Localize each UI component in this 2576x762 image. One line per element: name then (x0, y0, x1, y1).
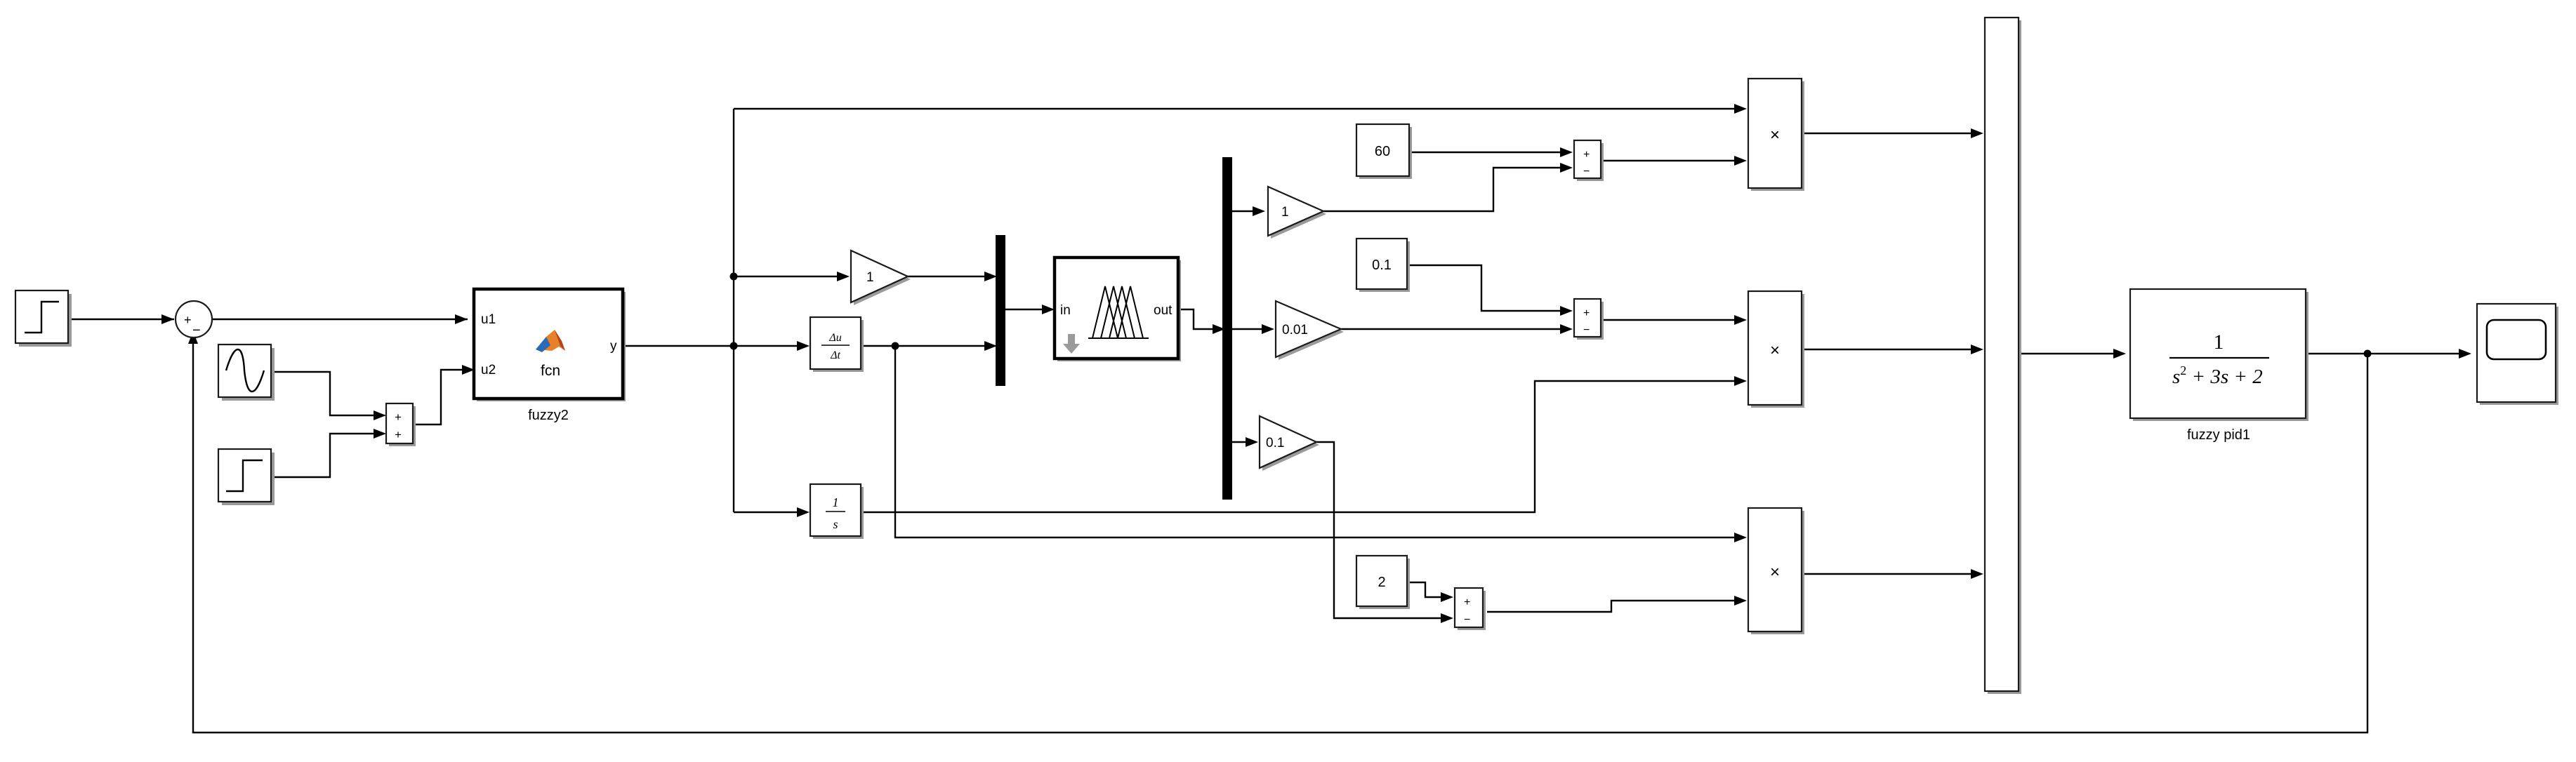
fuzzy-logic-controller-block[interactable]: in out (1052, 255, 1181, 361)
step-block[interactable] (14, 289, 72, 347)
sum-block-ki[interactable]: + − (1573, 298, 1604, 340)
fcn-port-u1: u1 (481, 312, 496, 327)
fcn-port-y: y (610, 339, 617, 354)
product-block-1[interactable]: × (1747, 77, 1804, 191)
sum-plus-sign: + (1583, 149, 1590, 161)
sum-plus-sign: + (184, 313, 192, 327)
gain-value: 0.1 (1266, 436, 1284, 450)
constant-value: 2 (1378, 575, 1385, 590)
fuzzy-port-in: in (1060, 303, 1071, 318)
sum-plus-sign: + (395, 410, 402, 424)
transfer-function-block[interactable]: 1 s2 + 3s + 2 (2129, 288, 2309, 421)
constant-block-kp[interactable]: 60 (1355, 123, 1412, 179)
sine-icon (225, 348, 265, 393)
multiply-icon: × (1770, 341, 1780, 360)
branch-point (2363, 349, 2372, 358)
integrator-block[interactable]: 1 s (809, 483, 864, 539)
scope-block[interactable] (2476, 302, 2558, 405)
sum-plus-sign: + (1464, 596, 1470, 608)
transfer-function-label: fuzzy pid1 (2187, 427, 2250, 443)
sum-block-kd[interactable]: + − (1453, 587, 1486, 630)
fcn-block-label: fuzzy2 (528, 408, 569, 423)
multiply-icon: × (1770, 563, 1780, 582)
transfer-function-denominator: s2 + 3s + 2 (2172, 363, 2263, 388)
sum-block[interactable]: + − (174, 300, 213, 339)
gain-value: 1 (1281, 205, 1289, 220)
branch-point (729, 272, 738, 281)
wire-sum2-to-fcn (416, 368, 468, 426)
multiply-icon: × (1770, 126, 1780, 145)
integrator-denominator: s (833, 517, 838, 531)
gain-block-kp[interactable]: 1 (1267, 185, 1326, 239)
branch-point (891, 342, 899, 350)
down-arrow-icon (1063, 334, 1080, 354)
wire-fuzzy-to-demux (1180, 308, 1218, 330)
sine-wave-block[interactable] (217, 343, 275, 401)
step-icon (25, 300, 59, 334)
step-icon (226, 459, 263, 493)
derivative-numerator: Δu (828, 332, 841, 344)
sum-plus-sign: + (1583, 307, 1590, 319)
sum-minus-sign: − (1583, 324, 1590, 336)
demux-block[interactable] (1222, 157, 1232, 500)
branch-point (729, 342, 738, 350)
integrator-numerator: 1 (833, 495, 839, 509)
constant-block-kd[interactable]: 2 (1355, 554, 1410, 609)
product-block-3[interactable]: × (1747, 507, 1804, 634)
constant-block-ki[interactable]: 0.1 (1355, 237, 1410, 292)
gain-value: 0.01 (1282, 323, 1308, 337)
wire-sumkd-to-product3 (1487, 599, 1740, 613)
mux-block[interactable] (996, 235, 1005, 386)
wire-step2-to-sum2 (274, 432, 379, 479)
wire-integ-to-product2 (862, 380, 1740, 514)
gain-block-kd[interactable]: 0.1 (1258, 415, 1319, 471)
step-block-2[interactable] (217, 448, 275, 505)
wire-c2-to-sum (1408, 581, 1446, 599)
wire-c01-to-sum (1408, 264, 1566, 312)
wire-feedback (192, 338, 2369, 734)
sum-block-2[interactable]: + + (385, 402, 416, 446)
fcn-name: fcn (541, 363, 560, 379)
gain-block-ki[interactable]: 0.01 (1274, 300, 1344, 360)
wire-deriv-to-product3 (894, 346, 1740, 539)
gain-value: 1 (866, 270, 874, 285)
sum-block-kp[interactable]: + − (1573, 139, 1604, 181)
sum-minus-sign: − (192, 323, 201, 338)
wire-gkp-to-sum (1323, 166, 1566, 213)
derivative-denominator: Δt (830, 349, 840, 361)
transfer-function-numerator: 1 (2214, 330, 2224, 354)
sum-bus-block[interactable] (1983, 16, 2021, 694)
scope-screen-icon (2485, 319, 2547, 361)
gain-block[interactable]: 1 (850, 249, 911, 305)
derivative-block[interactable]: Δu Δt (809, 316, 864, 372)
membership-functions-icon (1088, 286, 1149, 339)
fuzzy-port-out: out (1154, 303, 1173, 318)
fcn-port-u2: u2 (481, 363, 496, 377)
product-block-2[interactable]: × (1747, 290, 1804, 408)
wire-gkd-to-sum (1316, 441, 1446, 620)
sum-minus-sign: − (1464, 614, 1470, 626)
matlab-function-block[interactable]: u1 u2 y fcn (472, 287, 626, 401)
sum-minus-sign: − (1583, 166, 1590, 178)
wire-sine-to-sum2 (274, 370, 379, 417)
signal-lines (69, 104, 2471, 734)
matlab-logo-icon (536, 330, 565, 352)
constant-value: 0.1 (1372, 258, 1392, 273)
constant-value: 60 (1375, 144, 1390, 159)
sum-plus-sign: + (395, 428, 402, 441)
